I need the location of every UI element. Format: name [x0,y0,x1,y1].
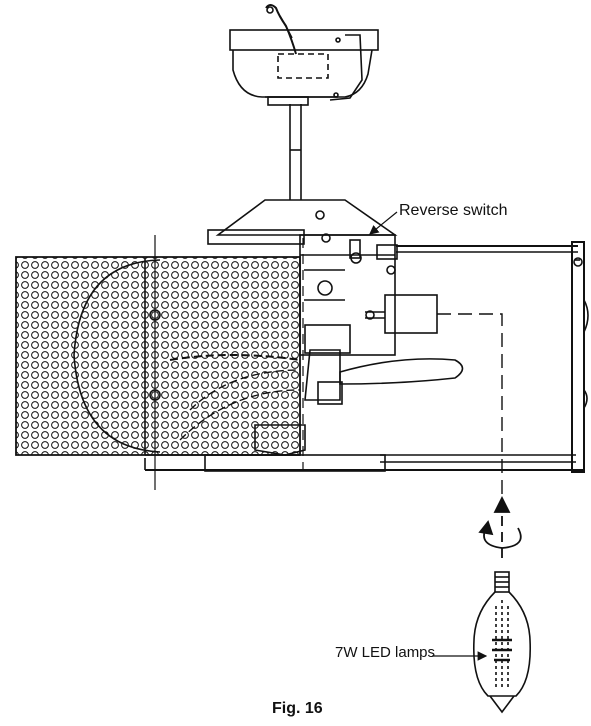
figure-caption: Fig. 16 [272,700,323,718]
wiring-path [437,314,502,500]
canopy [230,5,378,105]
downrod [290,104,301,200]
reverse-switch-label: Reverse switch [399,202,507,220]
reverse-switch-pointer [370,212,397,234]
led-lamps-label: 7W LED lamps [335,644,435,661]
lower-band [205,455,385,471]
rotate-arrow-icon [480,498,521,560]
led-bulb-icon [474,572,530,712]
